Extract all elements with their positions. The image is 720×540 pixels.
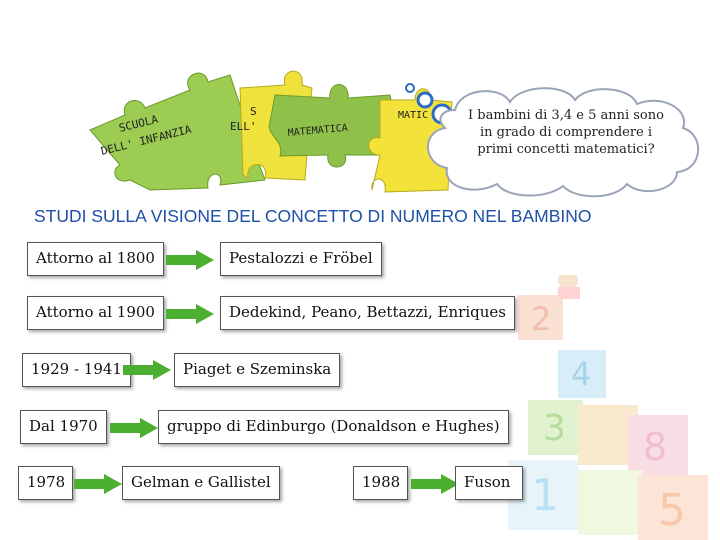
block — [558, 350, 606, 398]
thought-bubble-small-1 — [405, 83, 415, 93]
block — [638, 475, 708, 540]
child-body — [558, 287, 580, 299]
block-digit: 4 — [571, 355, 591, 393]
timeline-period-1970: Dal 1970 — [20, 410, 107, 444]
block — [578, 470, 643, 535]
puzzle-piece-2-line1: S — [250, 105, 257, 118]
thought-cloud — [427, 87, 699, 198]
timeline-who-1800: Pestalozzi e Fröbel — [220, 242, 382, 276]
child-head — [558, 275, 578, 290]
block-digit: 2 — [531, 300, 551, 338]
timeline-period-1978: 1978 — [18, 466, 73, 500]
arrow-right-icon — [166, 250, 214, 270]
timeline-who-1970: gruppo di Edinburgo (Donaldson e Hughes) — [158, 410, 509, 444]
timeline-period-1900: Attorno al 1900 — [27, 296, 164, 330]
puzzle-illustration: SCUOLA DELL' INFANZIA S ELL' MATEMATICA … — [89, 70, 462, 193]
timeline-who-1978: Gelman e Gallistel — [122, 466, 280, 500]
timeline-period-1988: 1988 — [353, 466, 408, 500]
puzzle-piece-3-label: MATEMATICA — [287, 123, 348, 139]
block-digit: 3 — [543, 408, 566, 449]
block-digit: 1 — [531, 470, 559, 521]
block — [528, 400, 583, 455]
block-digit: 8 — [643, 425, 667, 469]
thought-bubble-small-2 — [416, 91, 434, 109]
block-digit: 5 — [658, 485, 686, 536]
timeline-period-1929: 1929 - 1941 — [22, 353, 131, 387]
timeline-who-1988: Fuson — [455, 466, 523, 500]
puzzle-piece-2-line2: ELL' — [230, 120, 257, 133]
arrow-right-icon — [123, 360, 171, 380]
timeline-who-1929: Piaget e Szeminska — [174, 353, 341, 387]
timeline-who-1900: Dedekind, Peano, Bettazzi, Enriques — [220, 296, 515, 330]
block — [628, 415, 688, 475]
timeline-period-1800: Attorno al 1800 — [27, 242, 164, 276]
arrow-right-icon — [166, 304, 214, 324]
cloud-question-text: I bambini di 3,4 e 5 anni sono in grado … — [468, 108, 664, 157]
arrow-right-icon — [74, 474, 122, 494]
number-blocks-illustration: 2 4 3 8 1 5 — [508, 275, 708, 540]
arrow-right-icon — [411, 474, 459, 494]
arrow-right-icon — [110, 418, 158, 438]
page-title: STUDI SULLA VISIONE DEL CONCETTO DI NUME… — [34, 206, 592, 226]
puzzle-piece-4-label: MATIC — [398, 110, 428, 121]
block — [518, 295, 563, 340]
